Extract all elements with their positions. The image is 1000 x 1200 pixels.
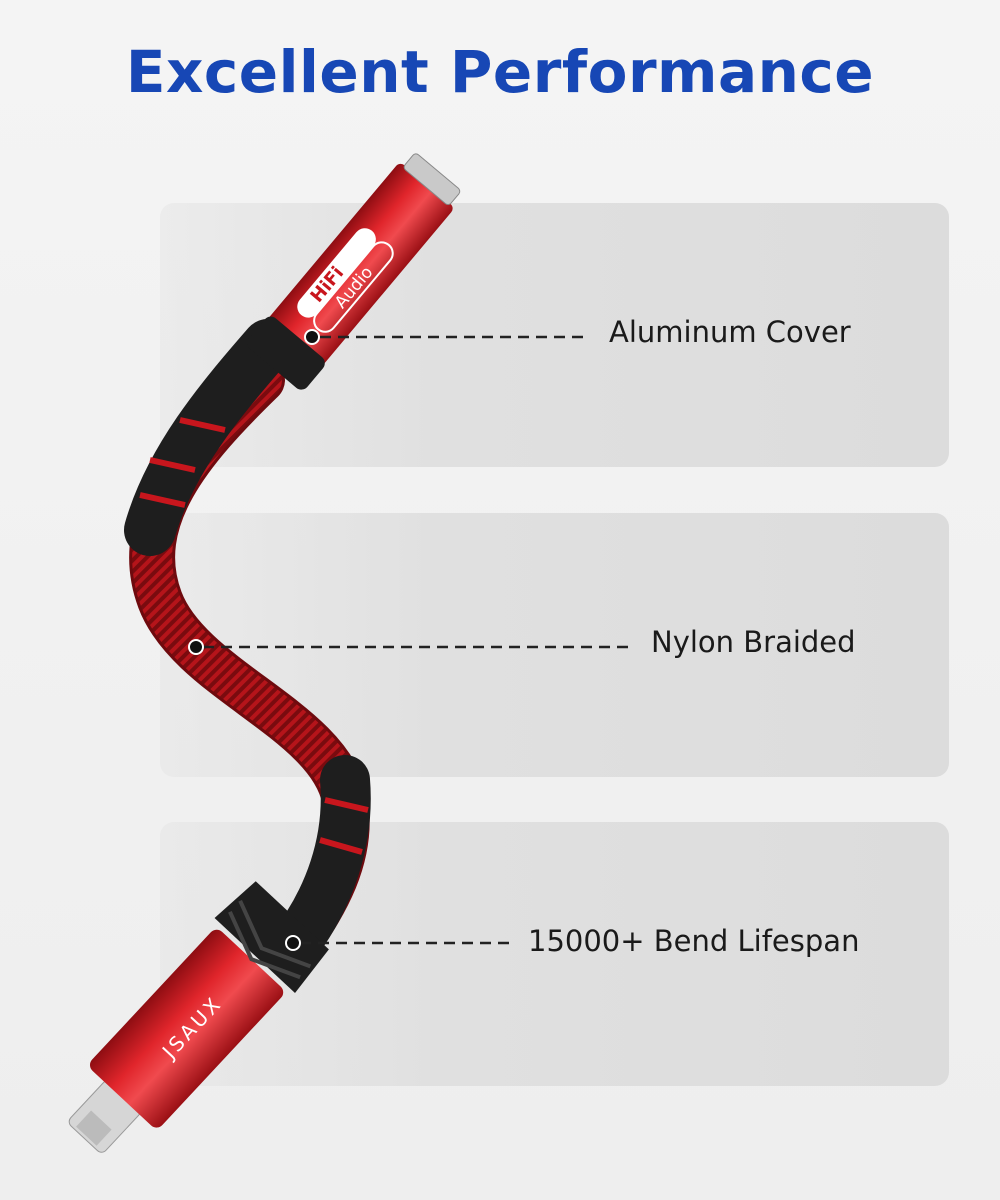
callout-dot-icon: [188, 639, 204, 655]
callout-label-aluminum-cover: Aluminum Cover: [609, 315, 851, 349]
bottom-aluminum-cover: [90, 929, 284, 1128]
top-strain-relief: [124, 319, 294, 556]
callout-dot-icon: [285, 935, 301, 951]
page-title: Excellent Performance: [125, 38, 875, 106]
callout-dot-icon: [304, 329, 320, 345]
callout-label-bend-lifespan: 15000+ Bend Lifespan: [528, 924, 860, 958]
callout-label-nylon-braided: Nylon Braided: [651, 625, 856, 659]
callout-aluminum: [203, 335, 628, 945]
